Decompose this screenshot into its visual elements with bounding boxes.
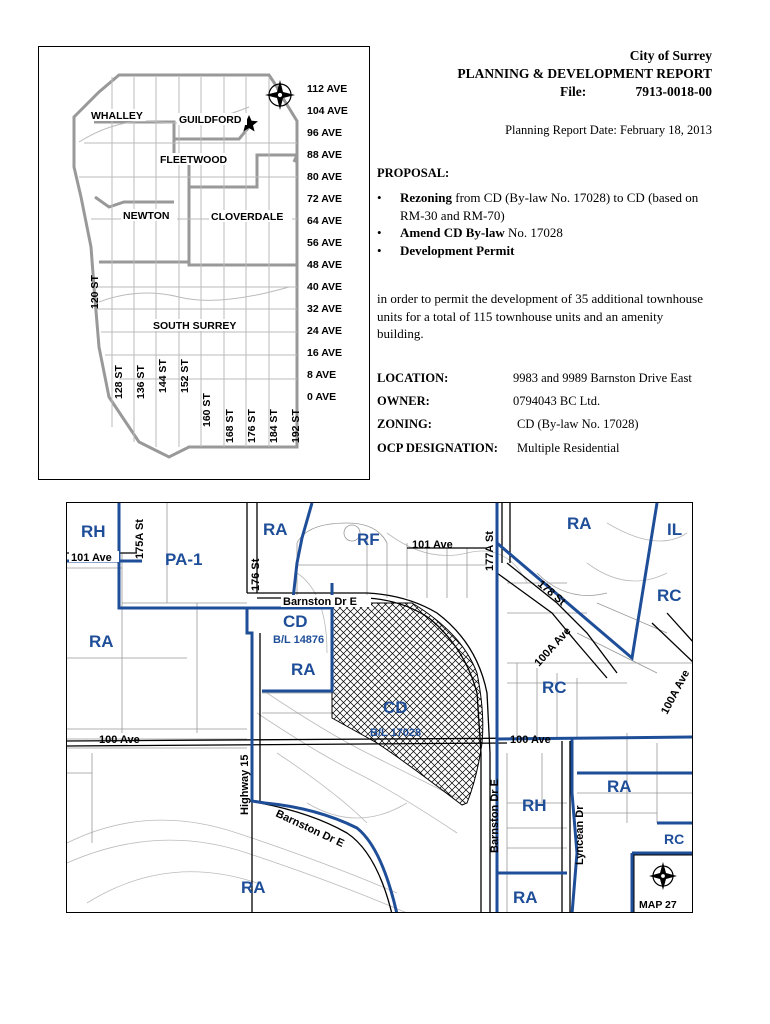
ave-label: 0 AVE <box>307 391 336 403</box>
report-title: PLANNING & DEVELOPMENT REPORT <box>457 66 712 81</box>
area-south-surrey: SOUTH SURREY <box>153 320 236 332</box>
street-label: 176 St <box>250 558 262 591</box>
ave-label: 104 AVE <box>307 105 348 117</box>
ave-label: 40 AVE <box>307 281 342 293</box>
zone-label: RA <box>241 878 266 897</box>
zone-label: RC <box>542 678 567 697</box>
locator-map-graphic: WHALLEY GUILDFORD FLEETWOOD NEWTON CLOVE… <box>72 73 348 459</box>
zone-label: RA <box>567 514 592 533</box>
zone-label: RA <box>607 777 632 796</box>
street-label: 136 ST <box>135 365 147 399</box>
ave-label: 8 AVE <box>307 369 336 381</box>
street-label: 128 ST <box>113 365 125 399</box>
zone-label: RF <box>357 530 380 549</box>
proposal-list: Rezoning from CD (By-law No. 17028) to C… <box>377 189 707 259</box>
zone-label: RH <box>522 796 547 815</box>
detail-value: CD (By-law No. 17028) <box>517 417 639 431</box>
street-label: 144 ST <box>157 359 169 393</box>
file-number: 7913-0018-00 <box>635 84 713 99</box>
street-label: 168 ST <box>224 409 236 443</box>
ave-label: 112 AVE <box>307 83 347 95</box>
file-label: File: <box>560 84 587 99</box>
proposal-item: Amend CD By-law No. 17028 <box>377 224 707 242</box>
area-newton: NEWTON <box>123 210 169 222</box>
zone-label: CD <box>283 612 308 631</box>
compass-icon <box>265 80 295 110</box>
detail-label: OCP DESIGNATION: <box>377 441 498 455</box>
city-name: City of Surrey <box>629 48 712 63</box>
proposal-item: Rezoning from CD (By-law No. 17028) to C… <box>377 189 707 224</box>
detail-value: Multiple Residential <box>517 441 620 455</box>
zoning-map: MAP 27 RH PA-1 RA RF RA IL RC RA CD B/L … <box>66 502 693 913</box>
street-label: Highway 15 <box>239 754 251 815</box>
zone-label: RH <box>81 522 106 541</box>
street-label: 176 ST <box>246 409 258 443</box>
zone-bylaw: B/L 14876 <box>273 634 324 646</box>
zone-label: PA-1 <box>165 550 202 569</box>
street-label: Lyncean Dr <box>574 805 586 865</box>
detail-value: 0794043 BC Ltd. <box>513 394 601 408</box>
ave-label: 80 AVE <box>307 171 342 183</box>
north-arrow-icon <box>649 862 677 890</box>
proposal-purpose: in order to permit the development of 35… <box>377 291 704 341</box>
ave-label: 32 AVE <box>307 303 342 315</box>
street-label: 184 ST <box>268 409 280 443</box>
street-label: Barnston Dr E <box>489 779 501 853</box>
area-fleetwood: FLEETWOOD <box>160 154 227 166</box>
street-label: 160 ST <box>201 393 213 427</box>
ave-label: 56 AVE <box>307 237 342 249</box>
area-whalley: WHALLEY <box>91 110 143 122</box>
zone-bylaw: B/L 17028 <box>370 727 421 739</box>
street-label: 192 ST <box>290 409 302 443</box>
ave-label: 88 AVE <box>307 149 342 161</box>
ave-label: 48 AVE <box>307 259 342 271</box>
street-label: 100 Ave <box>510 734 551 746</box>
street-label: 120 ST <box>89 275 101 309</box>
map-number: MAP 27 <box>639 899 677 911</box>
zone-label: RA <box>513 888 538 907</box>
ave-label: 96 AVE <box>307 127 342 139</box>
ave-label: 24 AVE <box>307 325 342 337</box>
area-guildford: GUILDFORD <box>179 114 242 126</box>
zoning-map-graphic: MAP 27 RH PA-1 RA RF RA IL RC RA CD B/L … <box>67 503 692 912</box>
street-label: Barnston Dr E <box>274 808 346 850</box>
zone-label: RC <box>664 831 684 847</box>
street-label: 175A St <box>134 519 146 559</box>
street-label: Barnston Dr E <box>283 596 357 608</box>
ave-label: 64 AVE <box>307 215 342 227</box>
detail-label: ZONING: <box>377 417 432 431</box>
proposal-item: Development Permit <box>377 242 707 260</box>
area-cloverdale: CLOVERDALE <box>211 211 283 223</box>
street-label: 101 Ave <box>71 552 112 564</box>
street-label: 152 ST <box>179 359 191 393</box>
street-label: 100A Ave <box>532 625 573 669</box>
ave-label: 16 AVE <box>307 347 342 359</box>
zone-label: IL <box>667 520 682 539</box>
zone-label: RA <box>291 660 316 679</box>
detail-label: LOCATION: <box>377 371 449 385</box>
ave-label: 72 AVE <box>307 193 342 205</box>
locator-map: WHALLEY GUILDFORD FLEETWOOD NEWTON CLOVE… <box>38 46 370 480</box>
zone-label: CD <box>383 698 408 717</box>
detail-value: 9983 and 9989 Barnston Drive East <box>513 371 692 385</box>
zone-label: RA <box>89 632 114 651</box>
street-label: 101 Ave <box>412 539 453 551</box>
street-label: 177A St <box>484 531 496 571</box>
zone-label: RA <box>263 520 288 539</box>
detail-label: OWNER: <box>377 394 430 408</box>
zone-label: RC <box>657 586 682 605</box>
site-star-icon <box>240 115 258 132</box>
street-label: 100A Ave <box>659 668 692 716</box>
report-date: Planning Report Date: February 18, 2013 <box>505 123 712 137</box>
proposal-heading: PROPOSAL: <box>377 166 450 180</box>
street-label: 100 Ave <box>99 734 140 746</box>
